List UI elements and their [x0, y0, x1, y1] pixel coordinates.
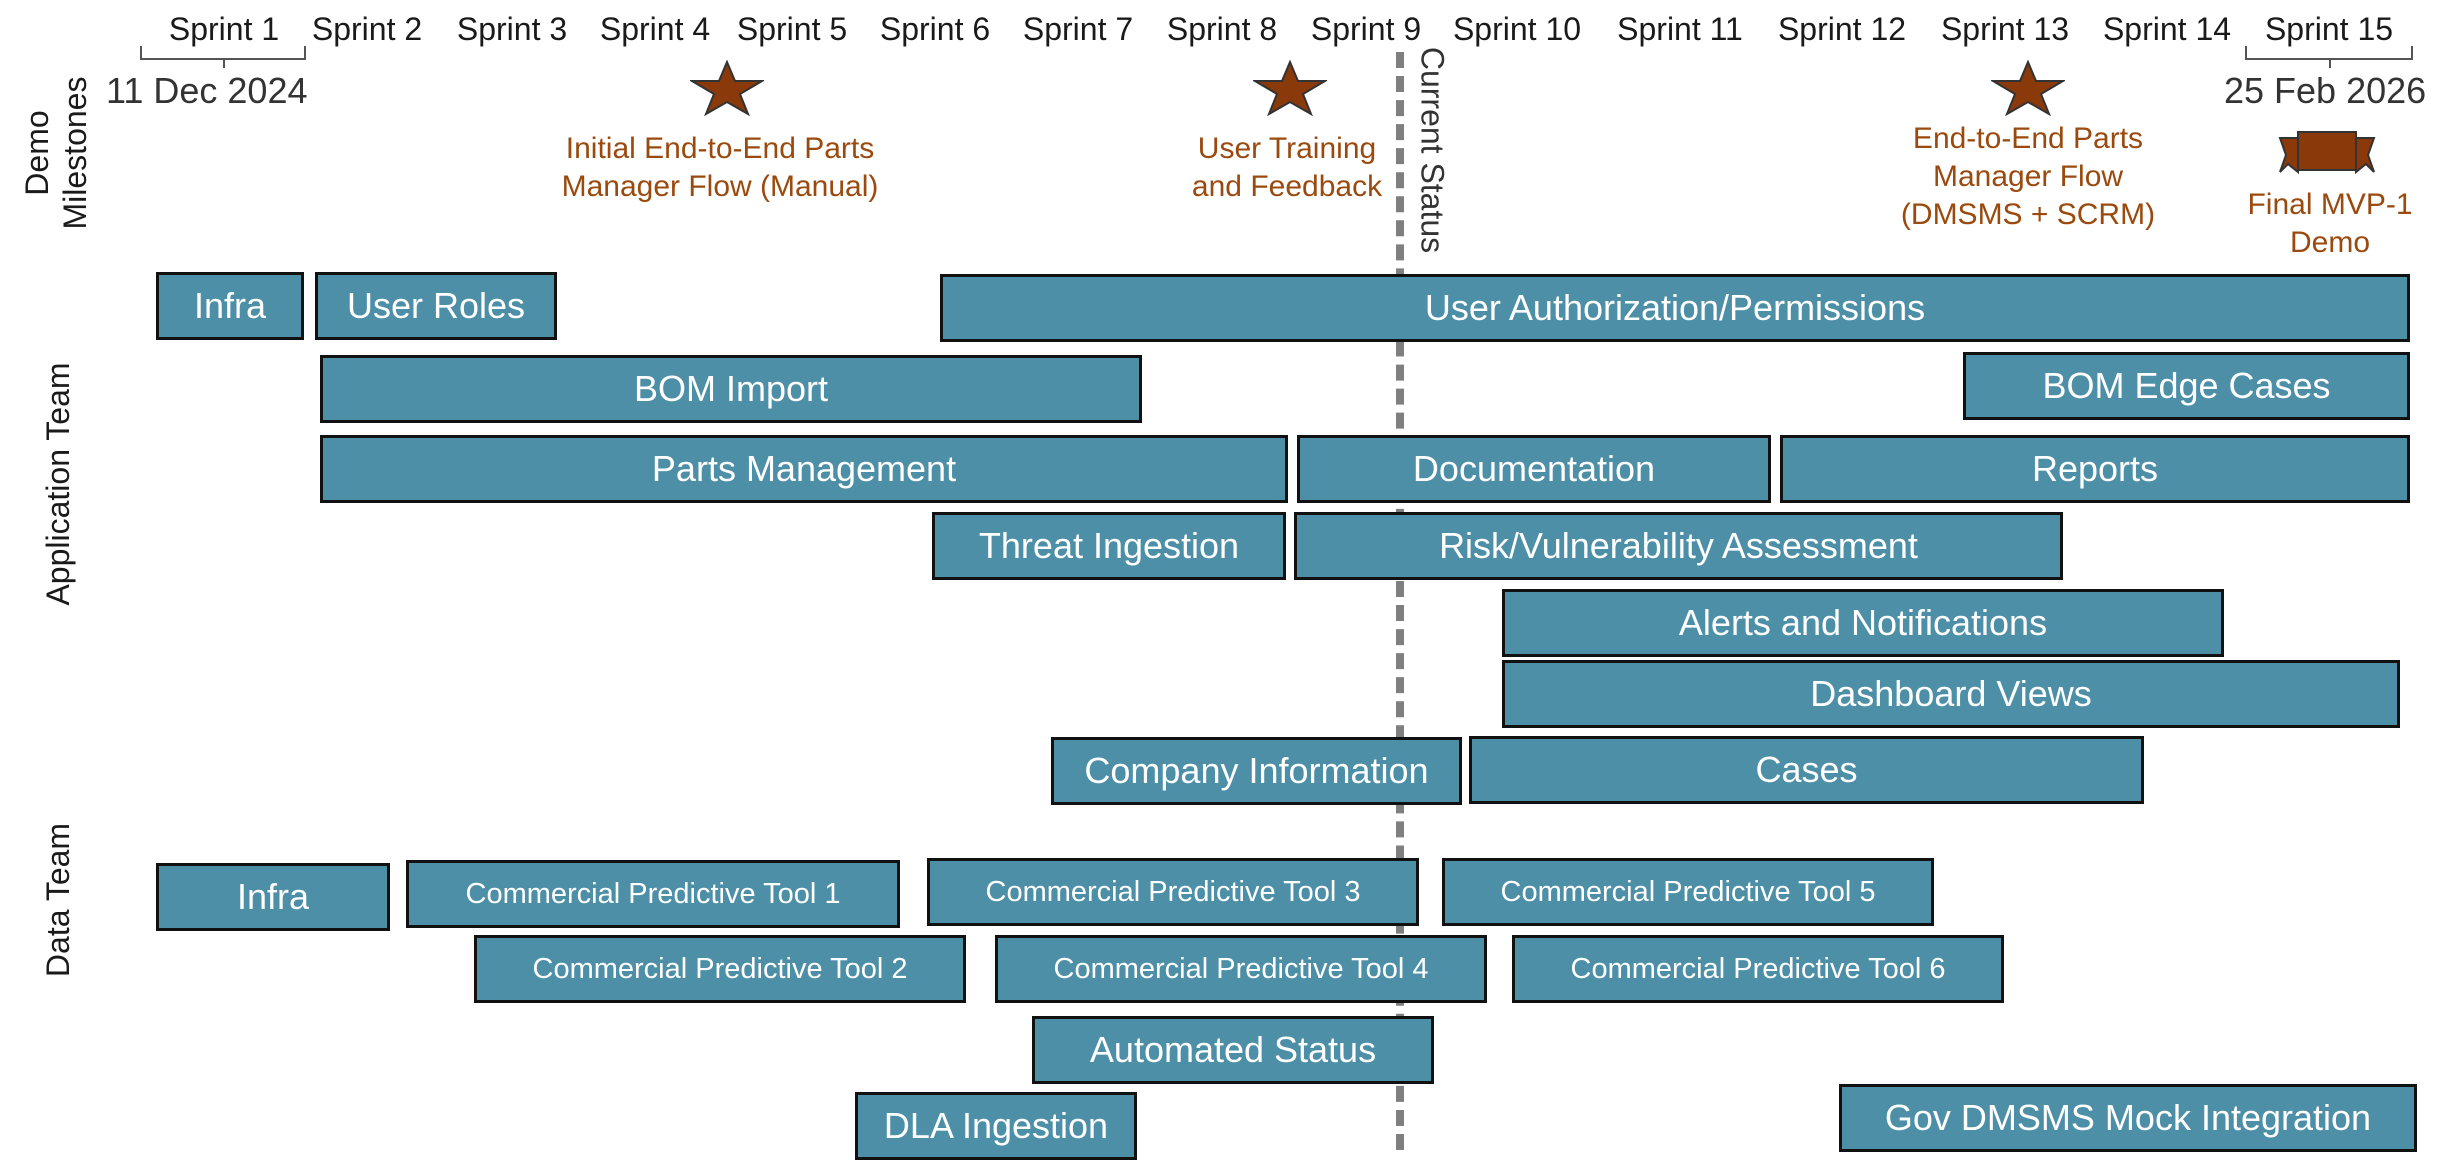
task-bar-commercial-tool-1[interactable]: Commercial Predictive Tool 1: [406, 860, 900, 928]
sprint-label: Sprint 1: [168, 11, 280, 47]
task-bar-reports[interactable]: Reports: [1780, 435, 2410, 503]
task-bar-threat-ingestion[interactable]: Threat Ingestion: [932, 512, 1286, 580]
milestone-line: Demo: [2289, 226, 2371, 259]
task-bar-company-information[interactable]: Company Information: [1051, 737, 1462, 805]
task-bar-parts-management[interactable]: Parts Management: [320, 435, 1288, 503]
task-bar-infra-app[interactable]: Infra: [156, 272, 304, 340]
sprint-label: Sprint 7: [1022, 11, 1134, 47]
task-bar-commercial-tool-3[interactable]: Commercial Predictive Tool 3: [927, 858, 1419, 926]
milestone-user-training: User Training and Feedback: [1192, 130, 1382, 206]
sprint-label: Sprint 10: [1452, 11, 1582, 47]
task-bar-user-roles[interactable]: User Roles: [315, 272, 557, 340]
current-status-line: [1396, 52, 1404, 1150]
task-bar-commercial-tool-2[interactable]: Commercial Predictive Tool 2: [474, 935, 966, 1003]
task-bar-commercial-tool-4[interactable]: Commercial Predictive Tool 4: [995, 935, 1487, 1003]
star-icon: [1991, 60, 2065, 116]
task-bar-user-authorization[interactable]: User Authorization/Permissions: [940, 274, 2410, 342]
task-bar-bom-edge-cases[interactable]: BOM Edge Cases: [1963, 352, 2410, 420]
milestone-line: Final MVP-1: [2247, 188, 2413, 221]
task-bar-bom-import[interactable]: BOM Import: [320, 355, 1142, 423]
task-bar-dla-ingestion[interactable]: DLA Ingestion: [855, 1092, 1137, 1160]
sprint-label: Sprint 8: [1166, 11, 1278, 47]
task-bar-commercial-tool-6[interactable]: Commercial Predictive Tool 6: [1512, 935, 2004, 1003]
sprint-label: Sprint 11: [1617, 11, 1743, 47]
star-icon: [1253, 60, 1327, 116]
task-bar-risk-assessment[interactable]: Risk/Vulnerability Assessment: [1294, 512, 2063, 580]
sprint-1-brace: [140, 46, 306, 68]
milestone-line: Initial End-to-End Parts: [565, 132, 875, 165]
milestone-line: and Feedback: [1191, 170, 1383, 203]
row-label-demo-milestones: Demo Milestones: [19, 76, 93, 230]
sprint-label: Sprint 2: [311, 11, 423, 47]
current-status-label: Current Status: [1414, 46, 1451, 254]
task-bar-infra-data[interactable]: Infra: [156, 863, 390, 931]
task-bar-alerts[interactable]: Alerts and Notifications: [1502, 589, 2224, 657]
task-bar-gov-dmsms[interactable]: Gov DMSMS Mock Integration: [1839, 1084, 2417, 1152]
sprint-label: Sprint 9: [1310, 11, 1422, 47]
task-bar-cases[interactable]: Cases: [1469, 736, 2144, 804]
row-label-application-team: Application Team: [40, 362, 76, 606]
milestone-line: Manager Flow: [1932, 160, 2124, 193]
star-icon: [690, 60, 764, 116]
sprint-label: Sprint 6: [879, 11, 991, 47]
sprint-label: Sprint 5: [736, 11, 848, 47]
task-bar-dashboard[interactable]: Dashboard Views: [1502, 660, 2400, 728]
start-date: 11 Dec 2024: [106, 70, 308, 111]
sprint-label: Sprint 13: [1940, 11, 2070, 47]
sprint-label: Sprint 15: [2264, 11, 2394, 47]
task-bar-documentation[interactable]: Documentation: [1297, 435, 1771, 503]
sprint-label: Sprint 3: [456, 11, 568, 47]
task-bar-commercial-tool-5[interactable]: Commercial Predictive Tool 5: [1442, 858, 1934, 926]
sprint-label: Sprint 4: [599, 11, 711, 47]
ribbon-icon: [2278, 131, 2376, 175]
sprint-15-brace: [2245, 46, 2413, 68]
sprint-label: Sprint 12: [1777, 11, 1907, 47]
milestone-line: User Training: [1197, 132, 1377, 165]
milestone-line: End-to-End Parts: [1912, 122, 2144, 155]
milestone-final-demo: Final MVP-1 Demo: [2247, 186, 2412, 262]
milestone-line: (DMSMS + SCRM): [1900, 198, 2156, 231]
end-date: 25 Feb 2026: [2224, 70, 2427, 111]
milestone-line: Manager Flow (Manual): [561, 170, 879, 203]
milestone-e2e-flow: End-to-End Parts Manager Flow (DMSMS + S…: [1901, 120, 2155, 234]
milestone-initial-flow: Initial End-to-End Parts Manager Flow (M…: [562, 130, 879, 206]
sprint-label: Sprint 14: [2102, 11, 2232, 47]
row-label-data-team: Data Team: [40, 822, 76, 978]
task-bar-automated-status[interactable]: Automated Status: [1032, 1016, 1434, 1084]
